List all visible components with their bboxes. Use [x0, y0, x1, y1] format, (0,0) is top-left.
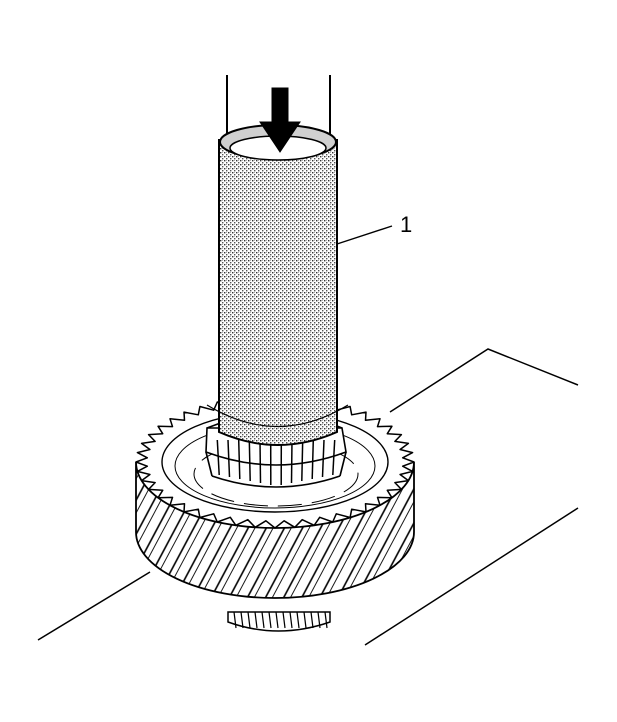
lower-gear-tooth: [289, 611, 293, 629]
lower-gear-tooth: [303, 611, 307, 629]
bearing-roller: [311, 439, 315, 480]
lower-gear-tooth: [324, 611, 328, 629]
callout-1: 1: [336, 212, 412, 245]
bearing-roller: [259, 439, 262, 484]
bearing-roller: [237, 439, 241, 480]
bearing-roller: [248, 439, 251, 482]
lower-gear-tooth: [247, 611, 251, 629]
bearing-roller: [216, 439, 220, 476]
lower-gear-tooth: [296, 611, 300, 629]
lower-gear-tooth: [282, 611, 286, 629]
bearing-roller: [321, 439, 325, 478]
lower-gear-tooth: [254, 611, 258, 629]
lower-gear-tooth: [317, 611, 321, 629]
bearing-roller: [301, 439, 304, 482]
callout-number: 1: [400, 212, 412, 237]
lower-gear-tooth: [233, 611, 237, 629]
bearing-roller: [290, 439, 293, 484]
lower-gear-tooth: [310, 611, 314, 629]
lower-gear: [227, 611, 331, 632]
work-surface: [37, 348, 579, 646]
bearing-roller: [227, 439, 231, 478]
press-direction-arrow-icon: [259, 87, 301, 153]
installer-tool: [206, 124, 349, 446]
lower-gear-tooth: [275, 611, 279, 629]
lower-gear-tooth: [268, 611, 272, 629]
bearing-roller: [332, 439, 336, 476]
lower-gear-tooth: [261, 611, 265, 629]
lower-gear-tooth: [240, 611, 244, 629]
